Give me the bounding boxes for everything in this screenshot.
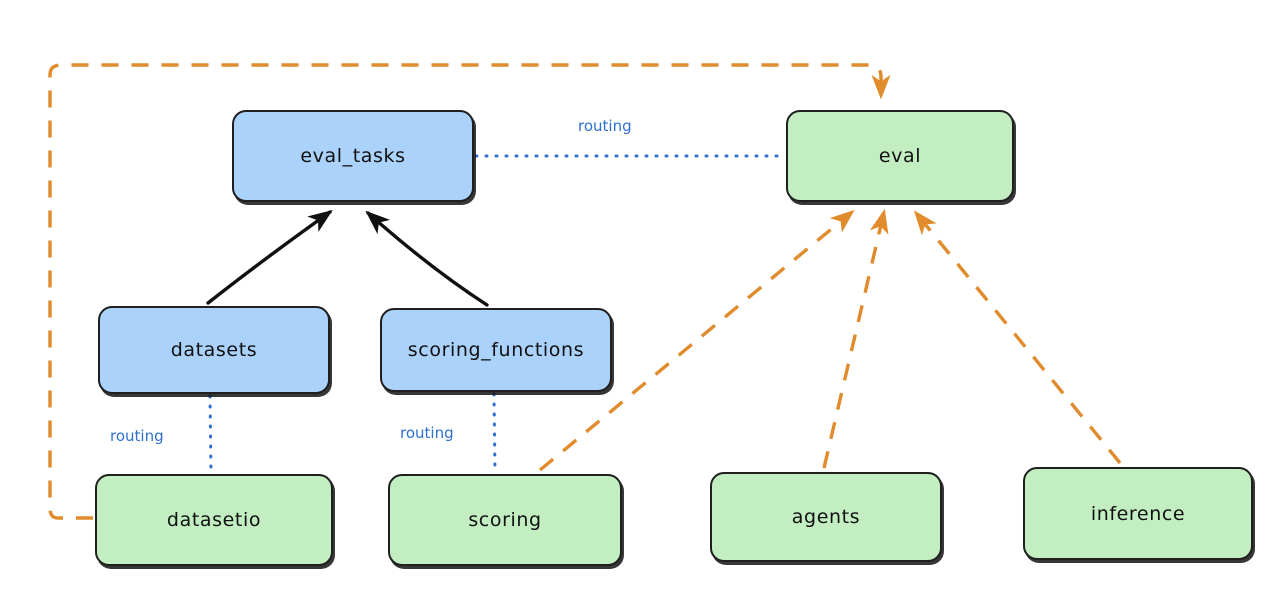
node-label-eval_tasks: eval_tasks [300, 145, 406, 167]
node-label-eval: eval [878, 145, 922, 167]
edge-datasetio-eval [48, 63, 891, 520]
edge-datasets-datasetio [208, 394, 213, 474]
node-eval[interactable]: eval [786, 110, 1014, 202]
node-datasetio[interactable]: datasetio [95, 474, 333, 566]
node-scoring[interactable]: scoring [388, 474, 622, 566]
edge-label-routing-scoring-functions-scoring: routing [400, 424, 454, 442]
node-label-scoring: scoring [468, 509, 542, 531]
edge-label-routing-datasets-datasetio: routing [110, 427, 164, 445]
edge-agents-eval [822, 208, 889, 469]
edge-inference-eval [913, 210, 1122, 465]
edge-datasets-eval_tasks [206, 210, 333, 305]
node-datasets[interactable]: datasets [98, 306, 330, 394]
node-scoring_functions[interactable]: scoring_functions [380, 308, 612, 392]
node-eval_tasks[interactable]: eval_tasks [232, 110, 474, 202]
node-label-datasetio: datasetio [166, 509, 262, 531]
edge-scoring-eval [538, 209, 855, 472]
node-inference[interactable]: inference [1023, 467, 1253, 560]
edge-label-routing-eval-tasks-eval: routing [578, 117, 632, 135]
edge-scoring_functions-scoring [492, 392, 497, 474]
node-label-datasets: datasets [170, 339, 258, 361]
edge-scoring_functions-eval_tasks [365, 210, 489, 307]
node-agents[interactable]: agents [710, 472, 942, 562]
node-label-scoring_functions: scoring_functions [407, 339, 585, 361]
node-label-inference: inference [1090, 502, 1186, 525]
node-label-agents: agents [791, 506, 861, 528]
